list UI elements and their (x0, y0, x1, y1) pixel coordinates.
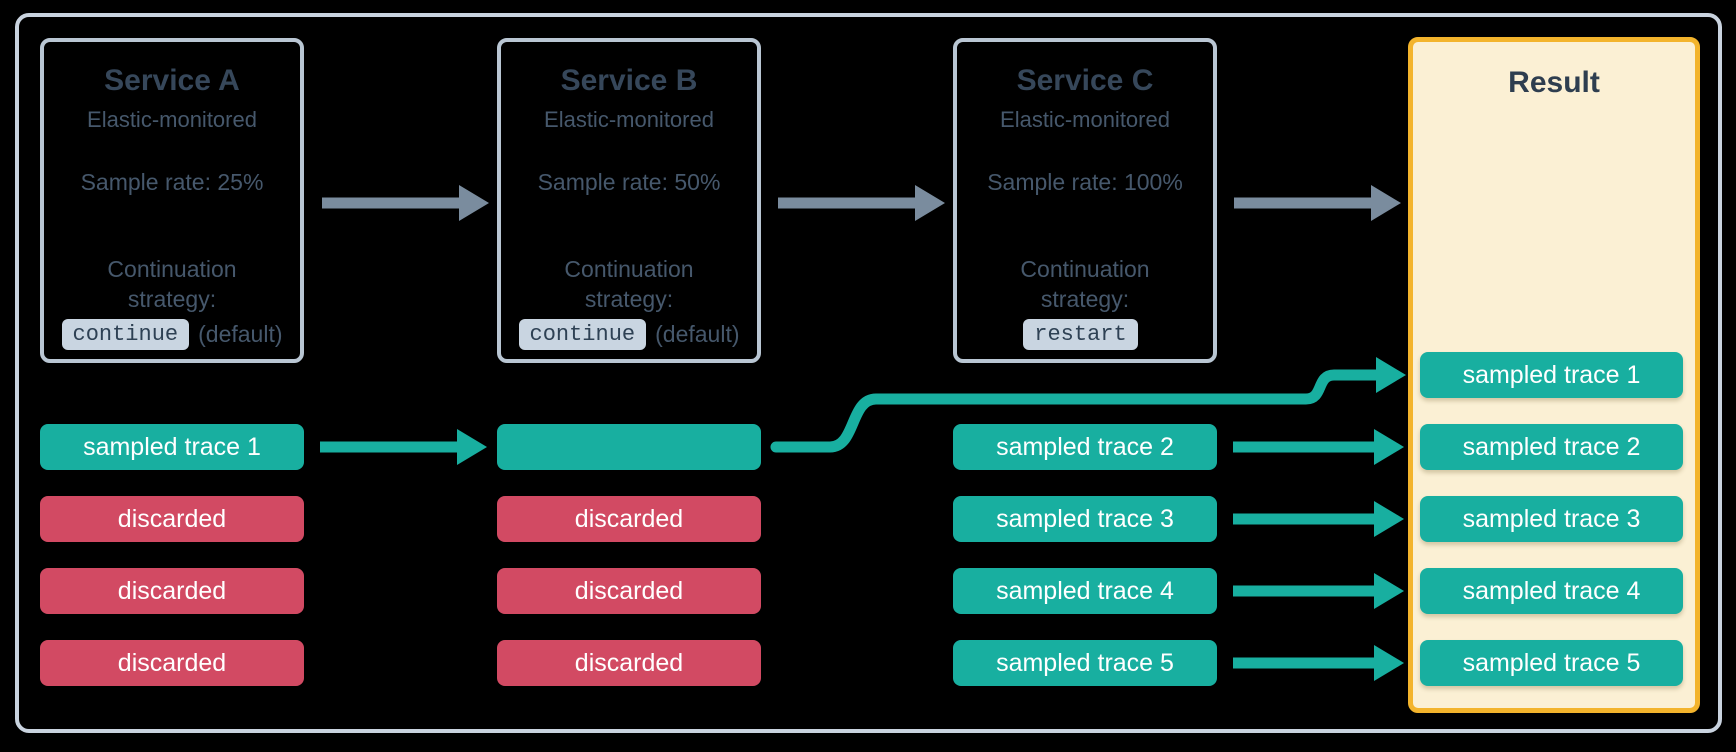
service-a-strategy-line1: Continuation (107, 256, 237, 282)
service-b-discarded-badge-3: discarded (497, 640, 761, 686)
service-a-strategy-value: continue (default) (44, 319, 300, 350)
service-b-discarded-badge-1: discarded (497, 496, 761, 542)
service-c-strategy-code-chip: restart (1023, 319, 1138, 350)
service-c-sampled-trace-3-badge: sampled trace 3 (953, 496, 1217, 542)
result-sampled-trace-3-badge: sampled trace 3 (1420, 496, 1683, 542)
service-a-discarded-badge-2: discarded (40, 568, 304, 614)
result-sampled-trace-1-badge: sampled trace 1 (1420, 352, 1683, 398)
service-a-discarded-badge-3: discarded (40, 640, 304, 686)
service-b-subtitle: Elastic-monitored (544, 107, 714, 132)
service-a-subtitle: Elastic-monitored (87, 107, 257, 132)
service-a-strategy-code-chip: continue (61, 319, 190, 350)
service-b-sample-rate: Sample rate: 50% (537, 169, 721, 195)
service-c-title: Service C (1016, 64, 1154, 97)
diagram-outer-frame (15, 13, 1722, 733)
service-a-sampled-trace-1-badge: sampled trace 1 (40, 424, 304, 470)
service-a-strategy-line2: strategy: (127, 286, 217, 312)
service-c-strategy-line1: Continuation (1020, 256, 1150, 282)
service-c-subtitle: Elastic-monitored (1000, 107, 1170, 132)
service-c-sampled-trace-4-badge: sampled trace 4 (953, 568, 1217, 614)
result-sampled-trace-4-badge: sampled trace 4 (1420, 568, 1683, 614)
service-c-sampled-trace-5-badge: sampled trace 5 (953, 640, 1217, 686)
service-a-discarded-badge-1: discarded (40, 496, 304, 542)
service-b-strategy-line2: strategy: (584, 286, 674, 312)
service-b-discarded-badge-2: discarded (497, 568, 761, 614)
service-c-box: Service C Elastic-monitored Sample rate:… (953, 38, 1217, 363)
service-a-sample-rate: Sample rate: 25% (80, 169, 264, 195)
service-b-box: Service B Elastic-monitored Sample rate:… (497, 38, 761, 363)
result-sampled-trace-2-badge: sampled trace 2 (1420, 424, 1683, 470)
service-c-strategy-value: restart (957, 319, 1213, 350)
service-c-strategy-line2: strategy: (1040, 286, 1130, 312)
service-b-strategy-label: Continuation strategy: (501, 254, 757, 314)
service-b-title: Service B (560, 64, 698, 97)
result-title: Result (1508, 66, 1600, 99)
service-b-strategy-code-chip: continue (518, 319, 647, 350)
service-a-strategy-suffix: (default) (198, 321, 283, 347)
service-c-sampled-trace-2-badge: sampled trace 2 (953, 424, 1217, 470)
service-b-sampled-trace-badge-unlabeled (497, 424, 761, 470)
service-a-title: Service A (104, 64, 240, 97)
service-a-strategy-label: Continuation strategy: (44, 254, 300, 314)
service-b-strategy-suffix: (default) (655, 321, 740, 347)
service-a-box: Service A Elastic-monitored Sample rate:… (40, 38, 304, 363)
result-sampled-trace-5-badge: sampled trace 5 (1420, 640, 1683, 686)
service-c-strategy-label: Continuation strategy: (957, 254, 1213, 314)
service-c-sample-rate: Sample rate: 100% (987, 169, 1183, 195)
service-b-strategy-line1: Continuation (564, 256, 694, 282)
service-b-strategy-value: continue (default) (501, 319, 757, 350)
